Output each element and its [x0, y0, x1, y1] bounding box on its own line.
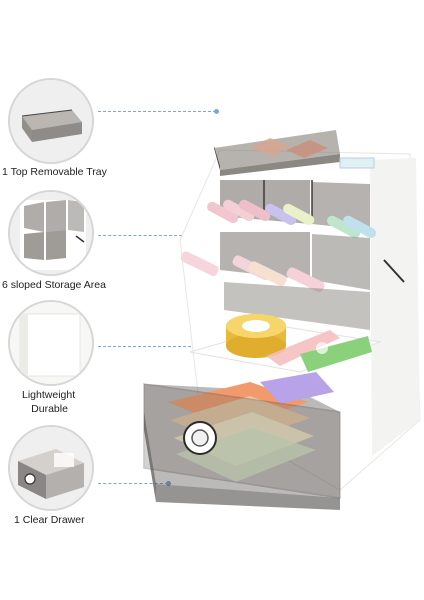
leader-line-body: [98, 346, 206, 347]
drawer-detail-photo: [8, 425, 94, 511]
caption-lightweight-line2: Durable: [31, 403, 68, 415]
caption-lightweight-line1: Lightweight: [22, 389, 76, 401]
leader-dot-drawer: [166, 481, 171, 486]
caption-clear-drawer: 1 Clear Drawer: [14, 514, 85, 526]
organizer-product-photo: [140, 120, 424, 520]
leader-line-tray: [98, 111, 216, 112]
caption-lightweight: Lightweight Durable: [22, 388, 75, 416]
body-detail-photo: [8, 300, 94, 386]
storage-detail-photo: [8, 190, 94, 276]
leader-line-storage: [98, 235, 248, 236]
caption-storage-area: 6 sloped Storage Area: [2, 279, 106, 291]
leader-line-drawer: [98, 483, 168, 484]
leader-dot-tray: [214, 109, 219, 114]
tray-detail-photo: [8, 78, 94, 164]
caption-top-tray: 1 Top Removable Tray: [2, 166, 107, 178]
